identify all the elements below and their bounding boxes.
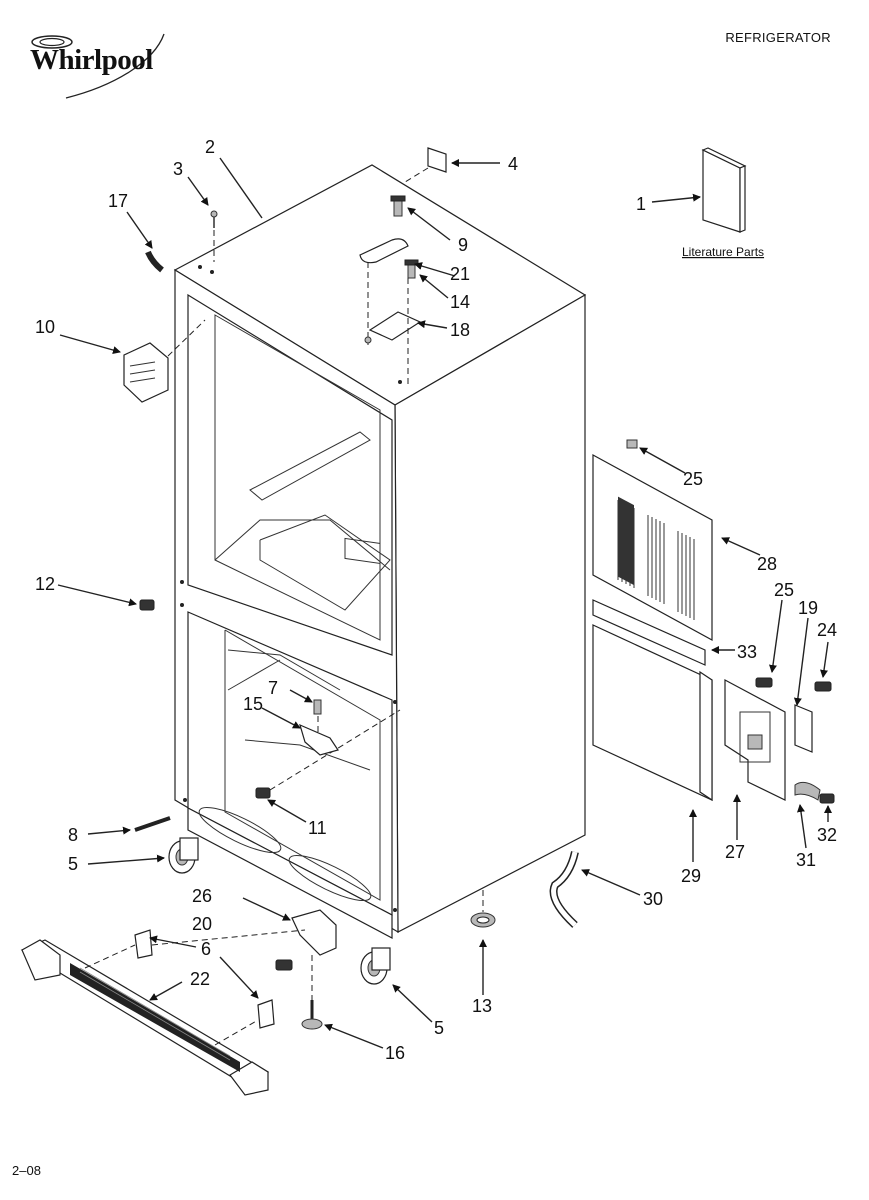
callout-26: 26 [192, 886, 212, 906]
callout-31: 31 [796, 850, 816, 870]
footer-code: 2–08 [12, 1163, 41, 1178]
callout-20: 20 [192, 914, 212, 934]
callout-25-mid: 25 [774, 580, 794, 600]
callout-24: 24 [817, 620, 837, 640]
screw-12 [139, 599, 155, 611]
callout-3: 3 [173, 159, 183, 179]
clip-6b [257, 999, 275, 1029]
callout-9: 9 [458, 235, 468, 255]
callout-27: 27 [725, 842, 745, 862]
callout-18: 18 [450, 320, 470, 340]
callout-33: 33 [737, 642, 757, 662]
callout-28: 28 [757, 554, 777, 574]
callout-29: 29 [681, 866, 701, 886]
callout-17: 17 [108, 191, 128, 211]
callout-19: 19 [798, 598, 818, 618]
leader-lines [57, 157, 832, 1049]
whirlpool-swirl-logo [31, 33, 165, 99]
callout-25-top: 25 [683, 469, 703, 489]
callout-22: 22 [190, 969, 210, 989]
rear-access-cover-28 [592, 439, 713, 642]
callout-4: 4 [508, 154, 518, 174]
callout-21: 21 [450, 264, 470, 284]
screw-3 [210, 210, 218, 262]
screw-11 [255, 709, 401, 799]
callout-16: 16 [385, 1043, 405, 1063]
leveling-leg-16 [301, 1000, 323, 1030]
base-grille-22 [20, 939, 270, 1096]
gasket-strip-33 [592, 599, 706, 666]
callout-7: 7 [268, 678, 278, 698]
callout-5-right: 5 [434, 1018, 444, 1038]
callout-5-left: 5 [68, 854, 78, 874]
callout-13: 13 [472, 996, 492, 1016]
label-plate-4 [427, 147, 447, 173]
document-title: REFRIGERATOR [725, 30, 831, 45]
clip-6a [134, 929, 153, 959]
callout-8: 8 [68, 825, 78, 845]
caster-left-5 [168, 837, 199, 874]
callout-11: 11 [308, 818, 327, 838]
literature-parts-caption: Literature Parts [682, 245, 764, 259]
relay-cover-19 [794, 704, 813, 753]
brand-logo-text: Whirlpool [30, 44, 153, 76]
callout-numbers: 1 2 3 4 5 5 6 7 8 9 10 11 12 13 14 15 16… [35, 137, 837, 1063]
bracket-15 [299, 723, 339, 756]
callout-12: 12 [35, 574, 55, 594]
literature-parts-book [701, 147, 747, 233]
top-hinge-assembly [359, 195, 422, 385]
drain-tube-17 [145, 250, 164, 273]
callout-2: 2 [205, 137, 215, 157]
callout-15: 15 [243, 694, 263, 714]
leveling-bracket-26 [291, 909, 337, 956]
callout-1: 1 [636, 194, 646, 214]
bolt-8 [134, 816, 171, 832]
callout-10: 10 [35, 317, 55, 337]
callout-30: 30 [643, 889, 663, 909]
screw-24 [814, 681, 832, 692]
clamp-31 [794, 781, 821, 801]
control-box-10 [123, 319, 206, 403]
caster-right-5 [360, 947, 391, 985]
mounting-bracket-27 [724, 679, 786, 801]
cabinet-shell [173, 164, 587, 939]
callout-14: 14 [450, 292, 470, 312]
callout-6: 6 [201, 939, 211, 959]
glide-13 [470, 890, 496, 928]
screw-25b [755, 677, 773, 688]
bolt-20 [275, 959, 293, 971]
callout-32: 32 [817, 825, 837, 845]
screw-32 [819, 793, 835, 804]
